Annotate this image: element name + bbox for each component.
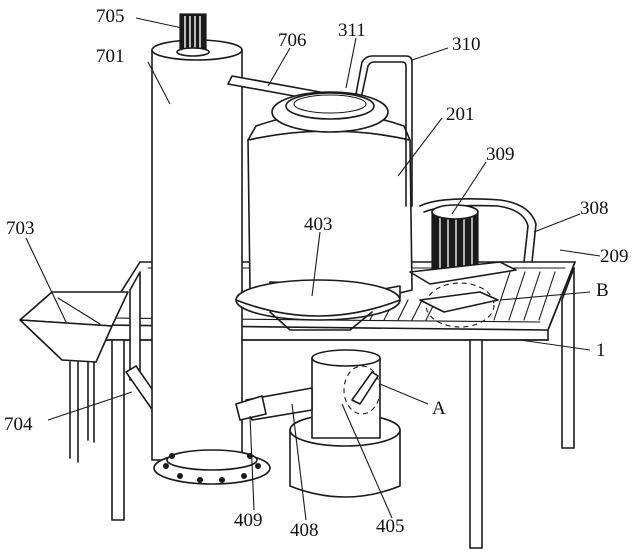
pump-motor	[409, 198, 537, 328]
label-704: 704	[4, 414, 33, 435]
leg-back-left	[129, 271, 141, 381]
column-body	[151, 49, 243, 461]
label-b: B	[596, 280, 609, 301]
leg-back-right	[561, 267, 575, 449]
label-705: 705	[96, 6, 125, 27]
hopper-body	[19, 319, 113, 363]
label-409: 409	[234, 510, 263, 531]
label-201: 201	[446, 104, 475, 125]
label-308: 308	[580, 198, 609, 219]
label-311: 311	[338, 20, 366, 41]
return-pipe	[355, 55, 413, 207]
reaction-tank	[235, 91, 413, 331]
motor-base	[409, 261, 517, 285]
detail-b-circle	[425, 282, 495, 328]
discharge-assembly	[235, 349, 401, 498]
label-309: 309	[486, 144, 515, 165]
leader-lines	[25, 17, 601, 521]
leg-front-left	[111, 339, 125, 521]
label-1: 1	[596, 340, 606, 361]
detail-a-circle	[343, 365, 381, 415]
collector-drum	[289, 429, 401, 498]
top-motor	[179, 13, 207, 53]
label-408: 408	[290, 520, 319, 541]
label-209: 209	[600, 246, 629, 267]
leg-front-right	[469, 339, 483, 549]
label-701: 701	[96, 46, 125, 67]
tower-column	[151, 13, 271, 485]
label-703: 703	[6, 218, 35, 239]
label-706: 706	[278, 30, 307, 51]
part-labels: 705 701 706 311 310 201 309 308 209 403 …	[4, 6, 629, 541]
label-403: 403	[304, 214, 333, 235]
label-405: 405	[376, 516, 405, 537]
discharge-pipe	[311, 357, 381, 439]
label-310: 310	[452, 34, 481, 55]
tank-base	[235, 279, 401, 321]
label-a: A	[432, 398, 446, 419]
